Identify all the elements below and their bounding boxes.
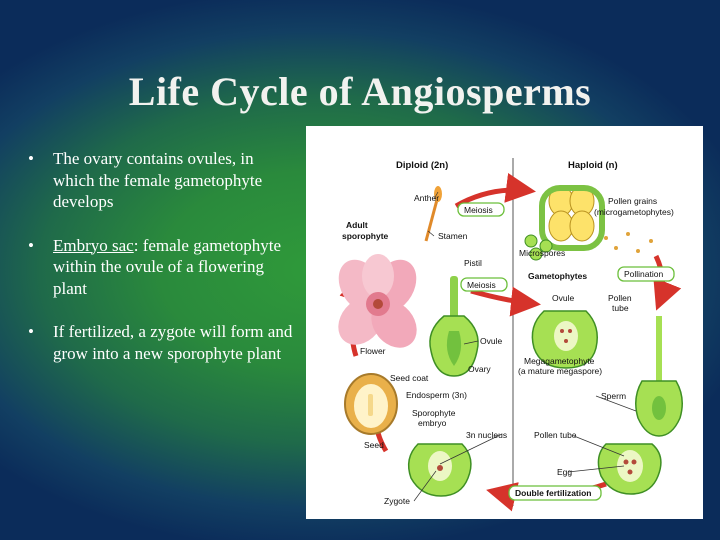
label-megagametophyte-1: Megagametophyte <box>524 356 595 366</box>
stamen-shape <box>424 195 440 242</box>
fertilization-ovule-illustration <box>597 443 662 495</box>
megagametophyte-illustration <box>531 310 598 369</box>
bullet-text: If fertilized, a zygote will form and gr… <box>53 322 293 363</box>
arrow-meiosis-mid <box>470 286 541 317</box>
life-cycle-diagram: Diploid (2n) Haploid (n) <box>306 126 703 519</box>
header-haploid: Haploid (n) <box>568 160 618 171</box>
label-ovule-haploid: Ovule <box>552 293 574 303</box>
label-pollen-tube-right-1: Pollen <box>608 293 632 303</box>
bullet-list: • The ovary contains ovules, in which th… <box>28 148 298 386</box>
label-sporophyte-embryo-1: Sporophyte <box>412 408 456 418</box>
label-egg: Egg <box>557 467 572 477</box>
bullet-term-embryo-sac: Embryo sac <box>53 235 134 255</box>
label-meiosis-mid: Meiosis <box>467 280 496 290</box>
label-pollen-grains-1: Pollen grains <box>608 196 657 206</box>
ovule-illustration <box>429 315 479 377</box>
label-double-fertilization: Double fertilization <box>515 488 592 498</box>
pollen-grains-illustration <box>539 185 605 251</box>
label-adult-sporophyte-1: Adult <box>346 220 368 230</box>
label-anther: Anther <box>414 193 439 203</box>
label-flower: Flower <box>360 346 386 356</box>
label-ovary: Ovary <box>468 364 491 374</box>
label-pollination-pill: Pollination <box>617 266 675 282</box>
label-endosperm: Endosperm (3n) <box>406 390 467 400</box>
label-meiosis-mid-pill: Meiosis <box>460 277 508 292</box>
bullet-marker: • <box>28 322 34 341</box>
bullet-marker: • <box>28 235 34 255</box>
label-pollen-tube-right-2: tube <box>612 303 629 313</box>
label-megagametophyte-2: (a mature megaspore) <box>518 366 602 376</box>
label-pollen-grains-2: (microgametophytes) <box>594 207 674 217</box>
flower-illustration <box>338 254 417 348</box>
label-seed: Seed <box>364 440 384 450</box>
bullet-text: The ovary contains ovules, in which the … <box>53 149 263 211</box>
label-meiosis-top: Meiosis <box>464 205 493 215</box>
bullet-marker: • <box>28 149 34 168</box>
microspores-illustration <box>524 234 553 261</box>
label-sperm: Sperm <box>601 391 626 401</box>
bullet-text: : female gametophyte within the ovule of… <box>53 235 282 298</box>
seed-illustration <box>344 373 398 435</box>
label-pollen-tube-bottom: Pollen tube <box>534 430 577 440</box>
label-double-fertilization-pill: Double fertilization <box>508 485 602 501</box>
life-cycle-svg: Diploid (2n) Haploid (n) <box>338 158 683 512</box>
pollen-tube-ovule-illustration <box>635 316 683 437</box>
label-seed-coat: Seed coat <box>390 373 429 383</box>
header-diploid: Diploid (2n) <box>396 160 448 171</box>
label-pistil: Pistil <box>464 258 482 268</box>
zygote-ovule-illustration <box>407 443 472 497</box>
anther-shape <box>434 186 442 202</box>
bullet-item-zygote: • If fertilized, a zygote will form and … <box>28 321 298 364</box>
label-zygote: Zygote <box>384 496 410 506</box>
bullet-item-ovary: • The ovary contains ovules, in which th… <box>28 148 298 213</box>
label-pollination: Pollination <box>624 269 663 279</box>
label-sporophyte-embryo-2: embryo <box>418 418 447 428</box>
bullet-item-embryo-sac: • Embryo sac: female gametophyte within … <box>28 235 298 300</box>
label-stamen: Stamen <box>438 231 468 241</box>
slide-title: Life Cycle of Angiosperms <box>128 69 592 114</box>
label-ovule: Ovule <box>480 336 502 346</box>
label-gametophytes: Gametophytes <box>528 271 587 281</box>
label-microspores: Microspores <box>519 248 565 258</box>
label-3n-nucleus: 3n nucleus <box>466 430 507 440</box>
label-adult-sporophyte-2: sporophyte <box>342 231 389 241</box>
label-meiosis-top-pill: Meiosis <box>457 202 505 217</box>
